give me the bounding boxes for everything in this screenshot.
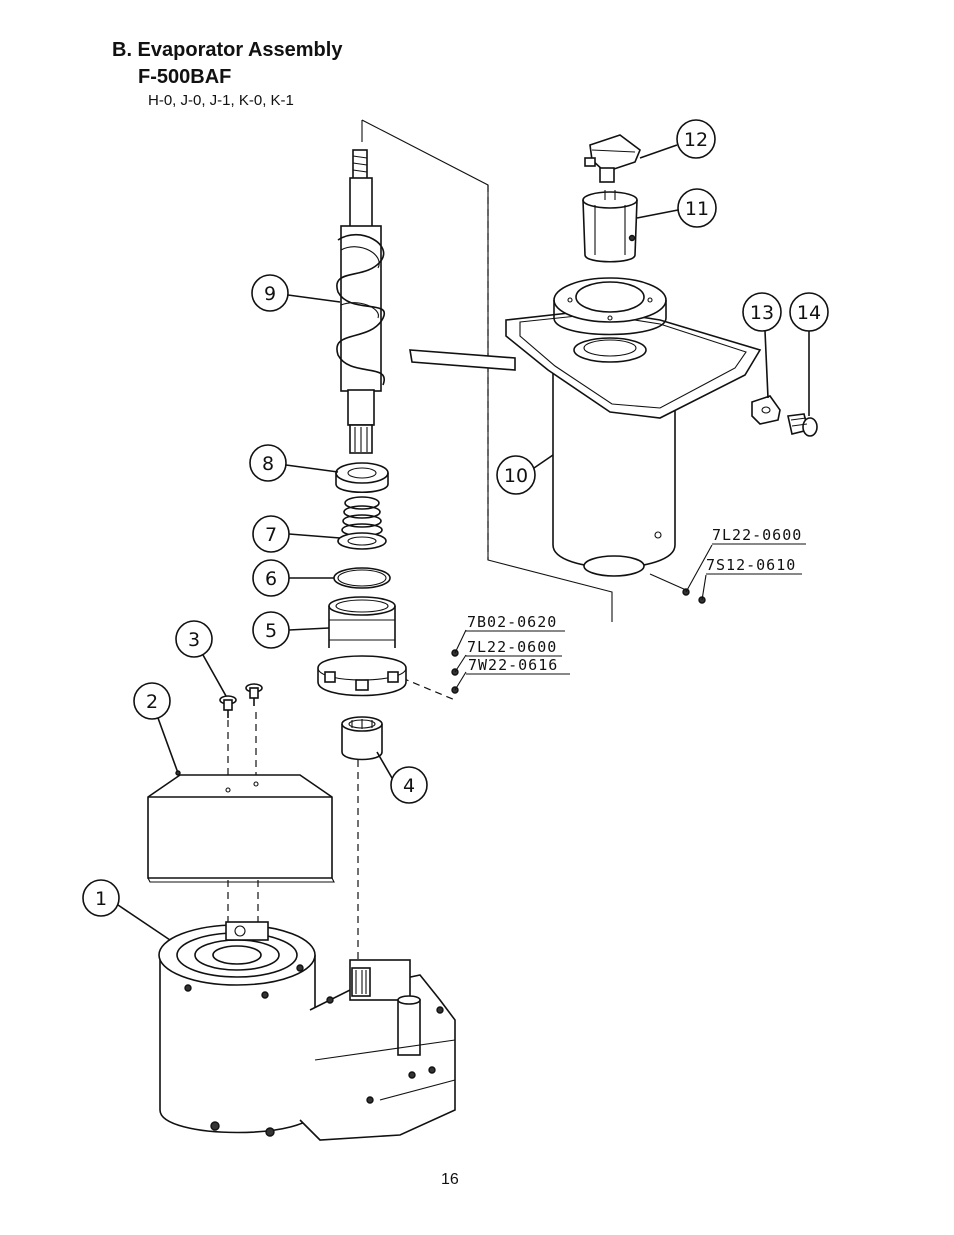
callout-12-label: 12: [684, 129, 708, 151]
evaporator: [409, 277, 762, 577]
page-title: B. Evaporator Assembly: [112, 39, 343, 61]
callout-9-label: 9: [264, 283, 276, 305]
callout-11-label: 11: [685, 198, 709, 220]
bolt: [787, 413, 818, 437]
callout-8-label: 8: [262, 453, 274, 475]
variant-codes: H-0, J-0, J-1, K-0, K-1: [148, 92, 294, 109]
gear-motor: [158, 921, 456, 1141]
callout-5-label: 5: [265, 620, 277, 642]
callout-9: [251, 274, 289, 312]
part-number-annotations: 7B02-0620 7L22-0600 7W22-0616 7L22-0600 …: [451, 526, 806, 694]
callout-10: [496, 455, 536, 495]
cutter: [584, 134, 641, 183]
callout-4: [390, 766, 428, 804]
callout-13-label: 13: [750, 302, 774, 324]
bearing-housing: [317, 596, 407, 697]
page-number: 16: [441, 1171, 459, 1188]
callout-4-label: 4: [403, 775, 415, 797]
callout-13: [742, 292, 782, 332]
callout-8: [249, 444, 287, 482]
callout-7-label: 7: [265, 524, 277, 546]
callout-3: [175, 620, 213, 658]
part-number-7l22-0600-upper: 7L22-0600: [712, 526, 802, 544]
part-number-7b02-0620: 7B02-0620: [467, 613, 557, 631]
auger-shaft: [336, 149, 386, 454]
screws: [219, 683, 263, 718]
callout-12: [676, 119, 716, 159]
callout-2: [133, 682, 171, 720]
callout-3-label: 3: [188, 629, 200, 651]
part-number-7w22-0616: 7W22-0616: [468, 656, 558, 674]
bracket: [751, 395, 781, 425]
part-number-7l22-0600-lower: 7L22-0600: [467, 638, 557, 656]
part-number-7s12-0610: 7S12-0610: [706, 556, 796, 574]
callout-1-label: 1: [95, 888, 107, 910]
callout-2-label: 2: [146, 691, 158, 713]
model-number: F-500BAF: [138, 66, 232, 88]
callout-6-label: 6: [265, 568, 277, 590]
mechanical-seal: [337, 496, 387, 550]
assembly-guide-lines: [227, 119, 613, 965]
seal-cap: [335, 462, 389, 493]
callouts: 1 2 3 4 5 6 7 8 9 10 11 12: [82, 119, 829, 941]
callout-10-label: 10: [504, 465, 528, 487]
callout-11: [677, 188, 717, 228]
motor-cover: [147, 774, 335, 883]
extruding-head: [582, 190, 638, 263]
bearing-sleeve: [341, 716, 383, 761]
callout-14-label: 14: [797, 302, 821, 324]
callout-1: [82, 879, 120, 917]
o-ring: [333, 567, 391, 589]
